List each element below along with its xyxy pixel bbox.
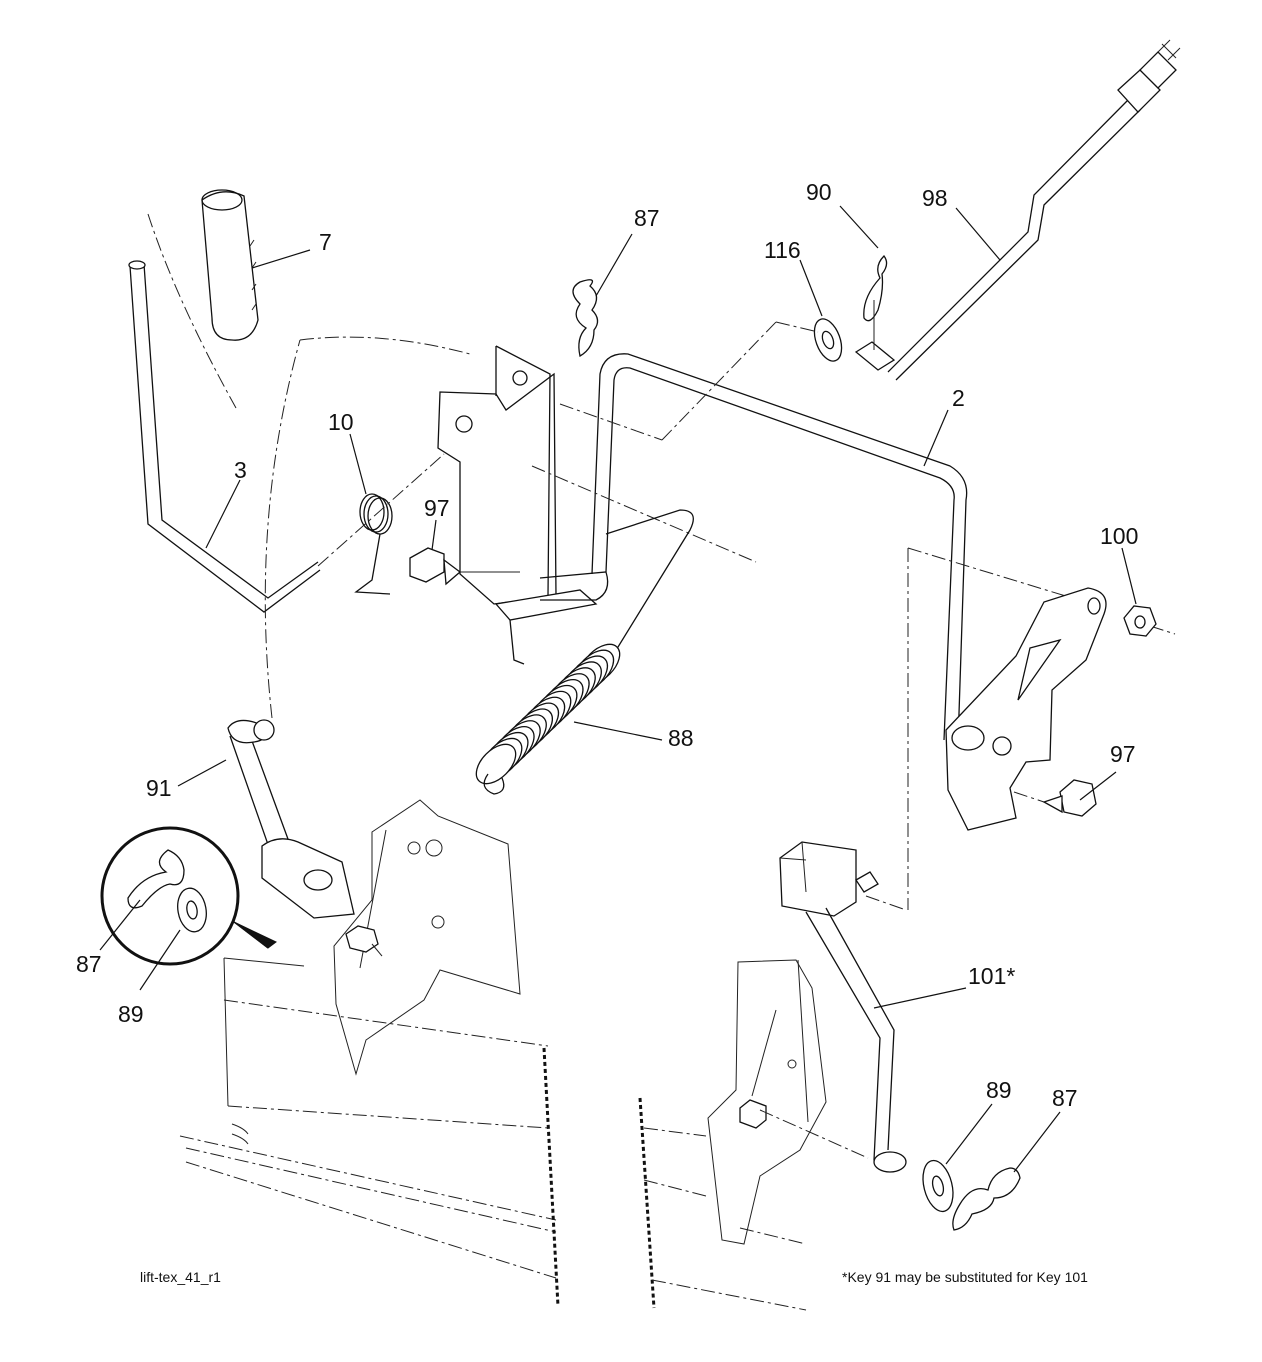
- part-7-grip: [201, 189, 259, 341]
- part-97-bolt-right: [1042, 779, 1097, 817]
- assembly-center-lines: [264, 321, 1176, 911]
- callout-88: 88: [668, 725, 694, 751]
- part-90-hairpin-clip: [863, 255, 888, 350]
- left-deck-outline: [179, 957, 560, 1307]
- detail-inset: [100, 826, 277, 966]
- center-lift-bracket: [437, 345, 598, 665]
- substitution-note: *Key 91 may be substituted for Key 101: [842, 1269, 1088, 1285]
- part-10-torsion-spring: [354, 493, 393, 595]
- callout-2: 2: [952, 385, 965, 411]
- callout-89-right: 89: [986, 1077, 1012, 1103]
- grip-assembly-line: [147, 213, 237, 409]
- callout-98: 98: [922, 185, 948, 211]
- callout-89-left: 89: [118, 1001, 144, 1027]
- part-87-clip-right: [952, 1167, 1021, 1231]
- callout-87-top: 87: [634, 205, 660, 231]
- callout-3: 3: [234, 457, 247, 483]
- part-87-clip-top: [572, 279, 599, 358]
- figure-id: lift-tex_41_r1: [140, 1269, 221, 1285]
- part-116-washer: [813, 318, 843, 362]
- callout-91: 91: [146, 775, 172, 801]
- callout-97-right: 97: [1110, 741, 1136, 767]
- part-91-lift-link: [227, 719, 355, 919]
- left-deck-mount: [333, 799, 521, 1076]
- callout-116: 116: [764, 237, 801, 263]
- callout-100: 100: [1100, 523, 1138, 549]
- part-98-lift-link-rod: [854, 39, 1181, 381]
- callout-87-right: 87: [1052, 1085, 1078, 1111]
- right-lift-bracket: [945, 587, 1107, 831]
- part-101-lift-link: [779, 841, 907, 1173]
- right-deck-outline: [638, 1097, 869, 1311]
- part-100-nut: [1123, 605, 1157, 637]
- callout-90: 90: [806, 179, 832, 205]
- callout-101: 101*: [968, 963, 1015, 989]
- part-97-bolt-left: [409, 547, 520, 586]
- callout-10: 10: [328, 409, 354, 435]
- part-89-washer-right: [922, 1159, 954, 1213]
- part-88-extension-spring: [475, 509, 694, 795]
- part-3-lift-handle: [128, 260, 321, 613]
- leader-lines: [99, 205, 1137, 1173]
- part-2-lift-shaft: [539, 353, 968, 745]
- spring-coil: [475, 743, 517, 785]
- callout-97-left: 97: [424, 495, 450, 521]
- callout-87-left: 87: [76, 951, 102, 977]
- callout-labels: 7 87 90 98 116 2 10 3 97 100 88 97 91 87…: [76, 179, 1138, 1111]
- callout-7: 7: [319, 229, 332, 255]
- right-deck-mount: [707, 959, 827, 1245]
